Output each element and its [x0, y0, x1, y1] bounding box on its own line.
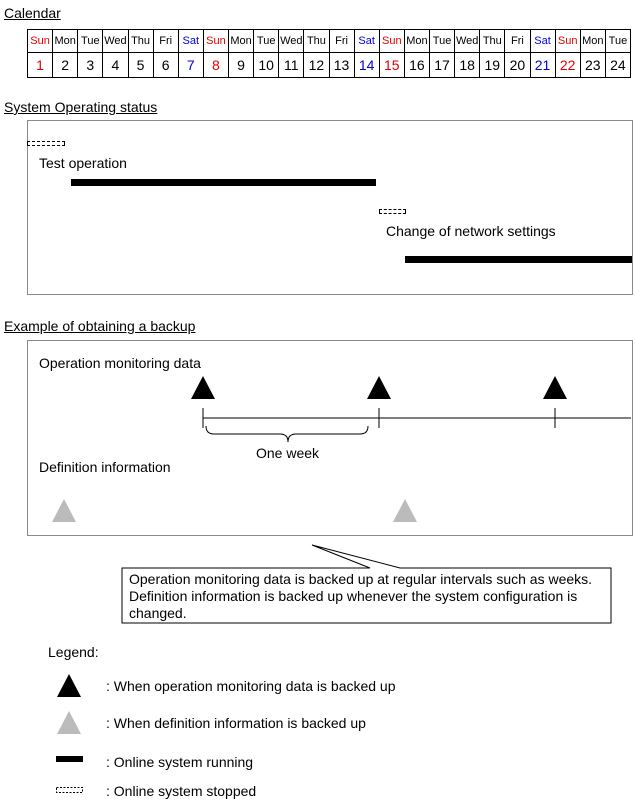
- calendar-date-cell: 5: [127, 52, 154, 78]
- calendar-date-cell: 14: [353, 52, 380, 78]
- legend-monitoring-text: : When operation monitoring data is back…: [106, 678, 396, 694]
- definition-backup-marker: [52, 499, 76, 522]
- backup-panel: [27, 340, 633, 536]
- calendar-date-cell: 13: [328, 52, 355, 78]
- backup-title: Example of obtaining a backup: [4, 318, 196, 334]
- calendar-date-cell: 10: [253, 52, 280, 78]
- stopped-marker-test: [27, 141, 65, 146]
- definition-backup-marker: [393, 499, 417, 522]
- calendar-date-cell: 6: [152, 52, 179, 78]
- legend-stopped-icon: [56, 787, 83, 793]
- monitoring-backup-marker: [543, 376, 567, 399]
- status-panel: [27, 120, 633, 295]
- calendar-date-cell: 23: [579, 52, 606, 78]
- stopped-marker-network: [379, 209, 406, 214]
- calendar-weekday-cell: Wed: [278, 29, 305, 53]
- legend-stopped-text: : Online system stopped: [106, 783, 257, 799]
- calendar-date-cell: 17: [428, 52, 456, 78]
- callout-text: Operation monitoring data is backed up a…: [129, 571, 609, 622]
- callout-line-3: changed.: [129, 605, 187, 621]
- calendar-weekday-cell: Mon: [52, 29, 79, 53]
- legend-monitoring-icon: [57, 674, 81, 697]
- calendar-date-cell: 16: [403, 52, 431, 78]
- legend-running-text: : Online system running: [106, 754, 254, 770]
- calendar-weekday-cell: Fri: [504, 29, 531, 53]
- test-operation-label: Test operation: [39, 155, 127, 171]
- definition-label: Definition information: [39, 459, 171, 475]
- one-week-brace: [205, 425, 369, 443]
- calendar-date-cell: 11: [278, 52, 305, 78]
- calendar-weekday-cell: Sat: [353, 29, 380, 53]
- calendar-weekday-cell: Sun: [554, 29, 581, 53]
- monitoring-backup-marker: [191, 376, 215, 399]
- legend-running-icon: [56, 756, 83, 762]
- monitoring-backup-marker: [367, 376, 391, 399]
- calendar-date-cell: 15: [378, 52, 405, 78]
- calendar-weekday-cell: Sat: [177, 29, 204, 53]
- one-week-label: One week: [256, 445, 320, 461]
- calendar-date-cell: 18: [454, 52, 481, 78]
- callout-line-1: Operation monitoring data is backed up a…: [129, 571, 593, 587]
- legend-definition-icon: [57, 711, 81, 734]
- calendar-date-cell: 2: [52, 52, 79, 78]
- calendar-date-cell: 8: [202, 52, 230, 78]
- calendar-date-cell: 22: [554, 52, 581, 78]
- legend-title: Legend:: [48, 644, 99, 660]
- calendar-date-cell: 12: [303, 52, 330, 78]
- calendar-title: Calendar: [4, 5, 61, 21]
- calendar-weekday-cell: Tue: [77, 29, 104, 53]
- callout-line-2: Definition information is backed up when…: [129, 588, 578, 604]
- calendar-date-cell: 20: [504, 52, 531, 78]
- monitoring-label: Operation monitoring data: [39, 355, 201, 371]
- calendar-date-cell: 4: [102, 52, 129, 78]
- status-title: System Operating status: [4, 99, 158, 115]
- calendar-date-cell: 21: [529, 52, 556, 78]
- calendar-date-cell: 3: [77, 52, 104, 78]
- running-bar-test: [71, 179, 376, 186]
- callout-box: [121, 544, 612, 624]
- calendar-weekday-cell: Thu: [479, 29, 506, 53]
- calendar-date-cell: 24: [604, 52, 632, 78]
- calendar-weekday-cell: Sun: [202, 29, 230, 53]
- legend-definition-text: : When definition information is backed …: [106, 715, 366, 731]
- network-change-label: Change of network settings: [386, 223, 556, 239]
- running-bar-network: [405, 256, 632, 263]
- calendar-date-cell: 9: [227, 52, 255, 78]
